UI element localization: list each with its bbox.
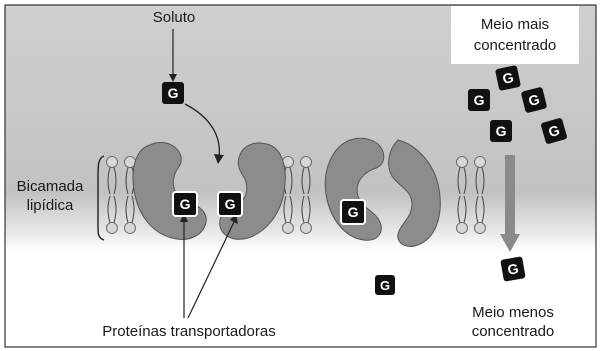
svg-text:G: G — [225, 196, 236, 212]
svg-text:G: G — [474, 92, 485, 108]
svg-text:G: G — [168, 85, 179, 101]
low-concentration-label-line1: Meio menos — [472, 304, 554, 321]
solute-marker: G — [490, 120, 512, 142]
svg-text:G: G — [496, 123, 507, 139]
lipid-head — [301, 223, 312, 234]
high-concentration-label-box — [451, 6, 579, 64]
lipid-head — [283, 223, 294, 234]
high-concentration-label-line2: concentrado — [474, 37, 557, 54]
solute-marker: G — [375, 275, 395, 295]
solute-marker: G — [173, 192, 197, 216]
solute-marker: G — [341, 200, 365, 224]
bilayer-label-line2: lipídica — [27, 197, 74, 214]
lipid-head — [107, 157, 118, 168]
low-concentration-label-line2: concentrado — [472, 323, 555, 340]
solute-label: Soluto — [153, 9, 196, 26]
lipid-head — [475, 223, 486, 234]
lipid-head — [301, 157, 312, 168]
lipid-head — [107, 223, 118, 234]
svg-text:G: G — [180, 196, 191, 212]
solute-marker: G — [162, 82, 184, 104]
svg-text:G: G — [380, 278, 390, 293]
carrier-proteins-label: Proteínas transportadoras — [102, 323, 275, 340]
solute-marker: G — [218, 192, 242, 216]
lipid-head — [457, 223, 468, 234]
bilayer-label-line1: Bicamada — [17, 178, 84, 195]
lipid-head — [457, 157, 468, 168]
high-concentration-label-line1: Meio mais — [481, 16, 549, 33]
solute-marker: G — [500, 256, 525, 281]
svg-text:G: G — [348, 204, 359, 220]
solute-marker: G — [495, 65, 521, 91]
lipid-head — [475, 157, 486, 168]
solute-marker: G — [468, 89, 490, 111]
lipid-head — [125, 223, 136, 234]
